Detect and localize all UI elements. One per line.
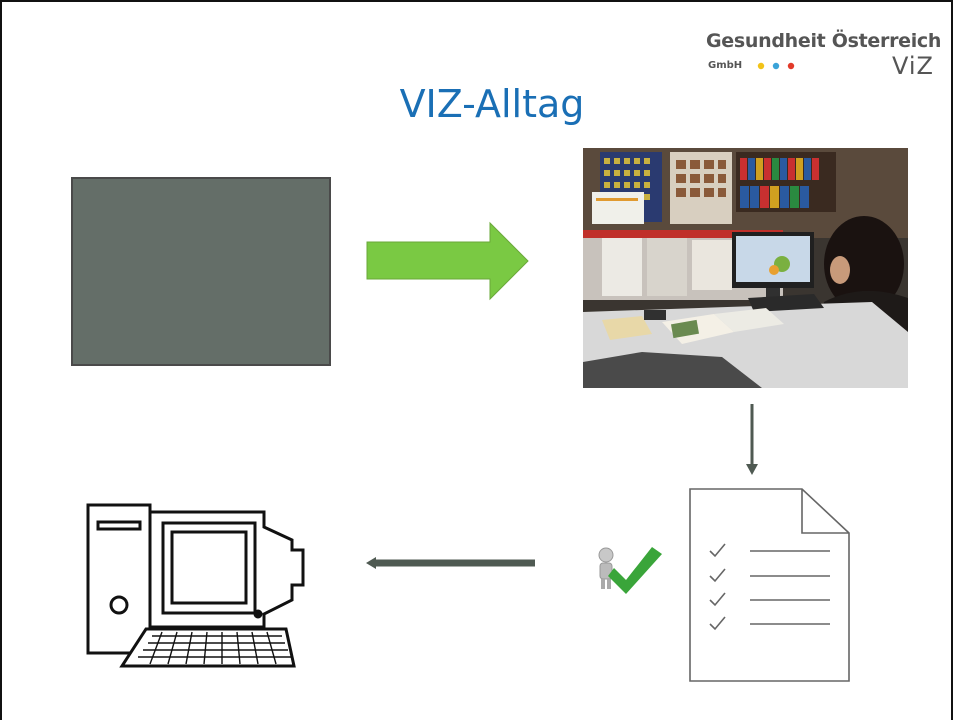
dark-box [71,177,331,366]
logo-dots-icon [757,62,795,70]
connector-left-head [366,557,376,569]
logo-gmbh: GmbH [708,60,743,71]
desktop-computer-icon [86,503,305,668]
checklist-document-icon [689,488,850,682]
photo-office-icon [583,148,908,388]
slide-title: VIZ-Alltag [399,82,585,126]
logo-viz: ViZ [892,52,934,80]
person-checkmark-icon [598,547,662,594]
green-arrow-right [366,221,529,301]
connector-down-head [746,464,758,475]
logo-company-name: Gesundheit Österreich [706,30,942,52]
